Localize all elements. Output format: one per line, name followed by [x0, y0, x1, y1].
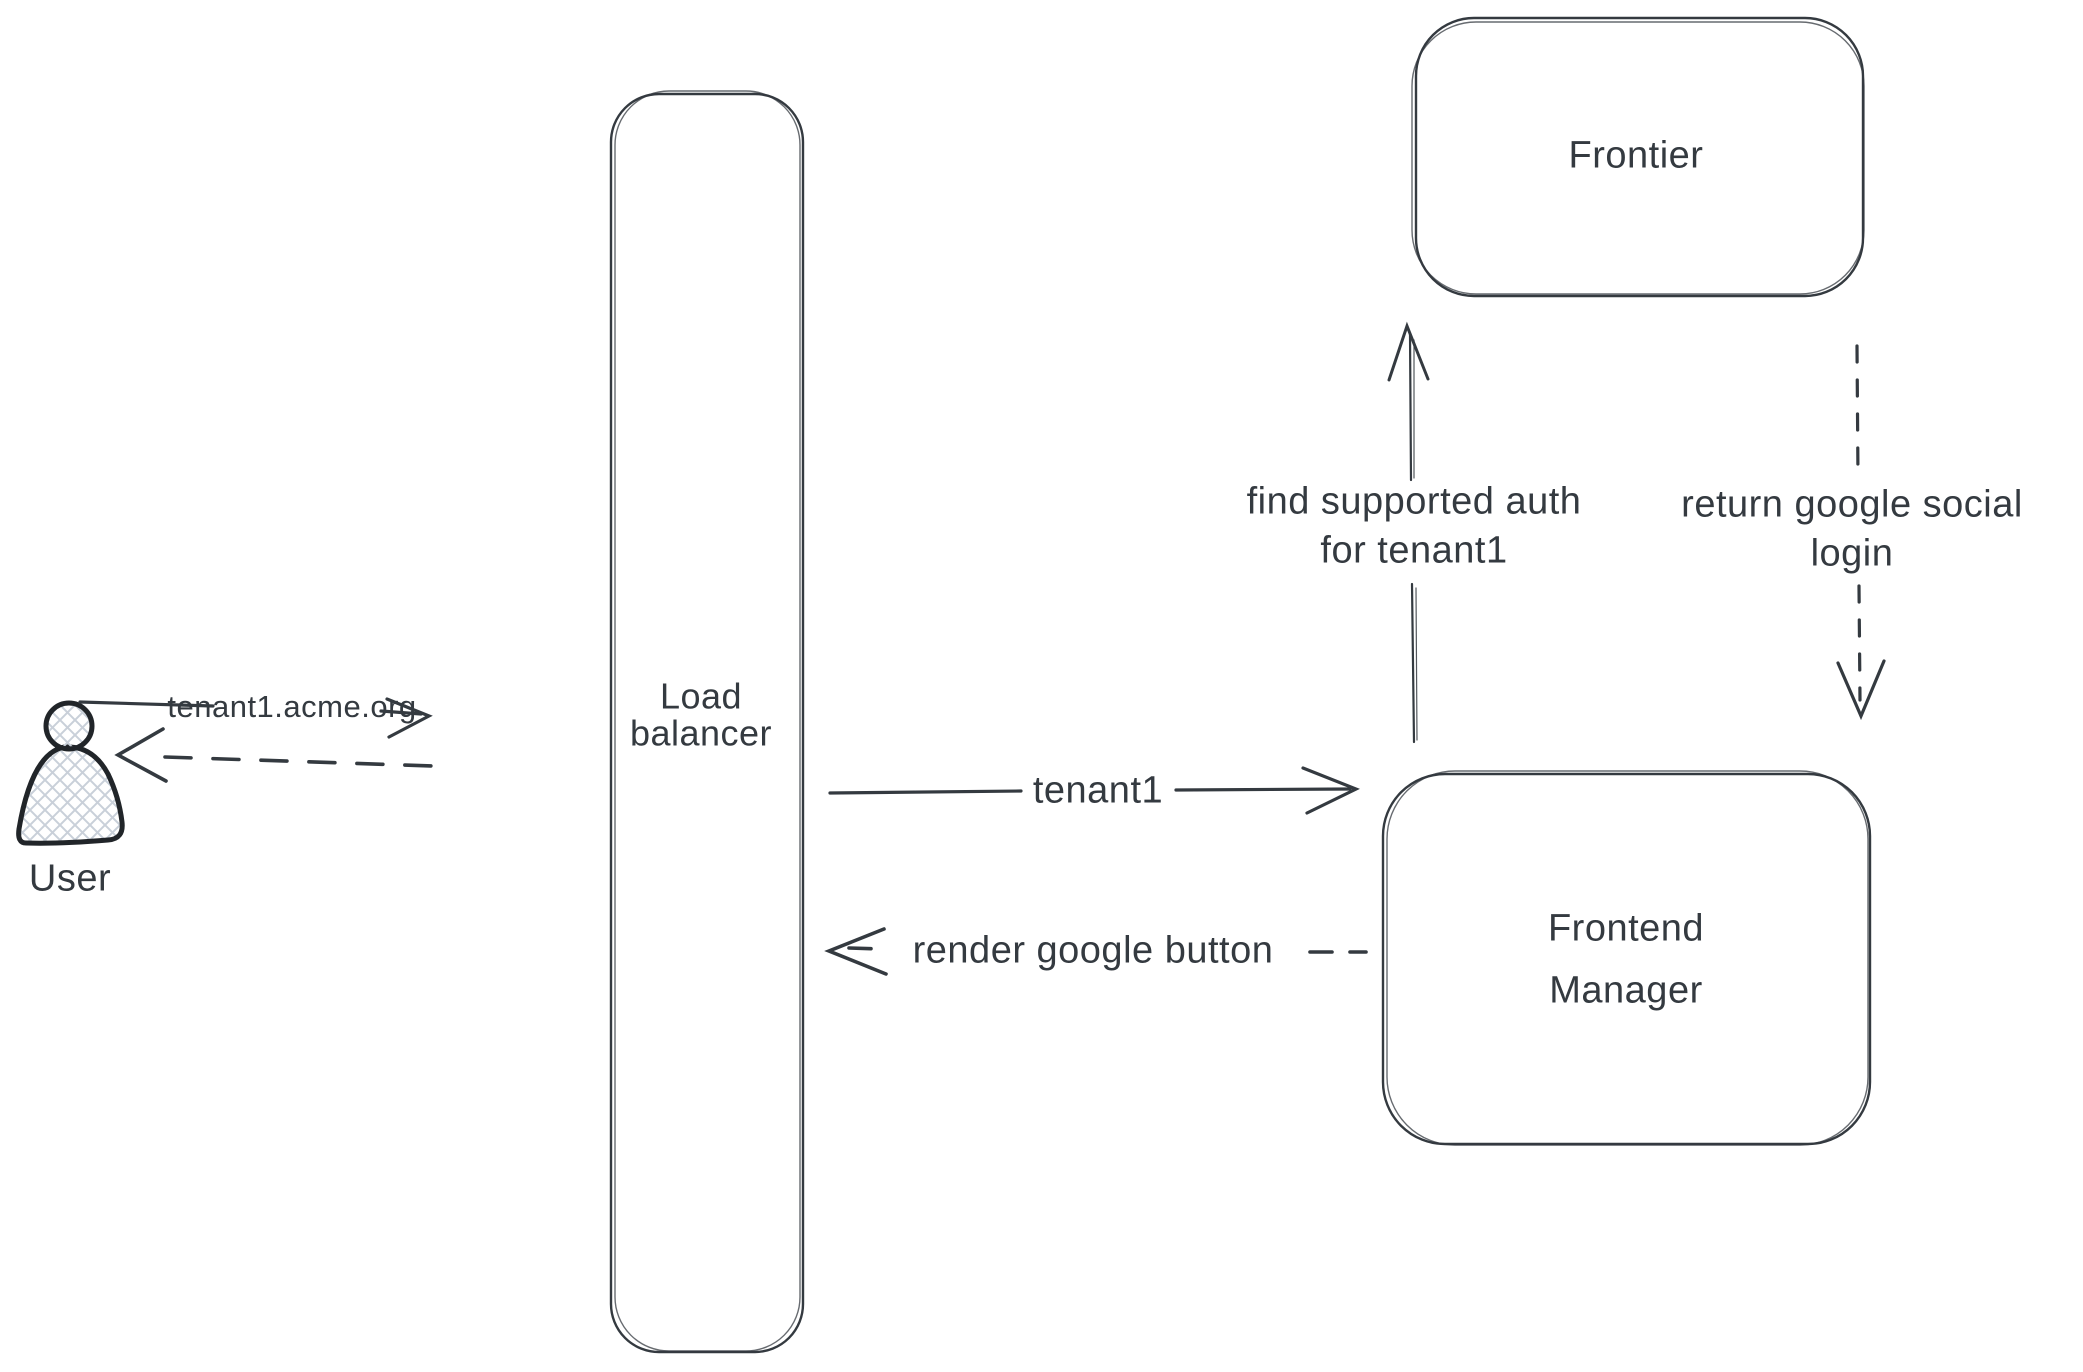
load-balancer-box [609, 90, 805, 1354]
edge-render-button-line [847, 946, 1368, 954]
frontend-manager-label: Frontend Manager [1548, 898, 1704, 1021]
edge-forward-tenant [828, 766, 1360, 815]
edge-label-request-domain: tenant1.acme.org [167, 688, 417, 724]
frontend-manager-box [1381, 770, 1872, 1146]
edge-request-domain [78, 697, 433, 739]
edge-label-forward-tenant: tenant1 [1032, 769, 1164, 812]
user-body [16, 744, 125, 846]
edge-forward-tenant-line [828, 787, 1352, 795]
edge-render-button-arrowhead [824, 927, 888, 976]
edge-label-find-auth-line2: for tenant1 [1320, 530, 1508, 572]
edge-forward-tenant-arrowhead [1301, 766, 1360, 815]
load-balancer-label-line1: Load [659, 675, 743, 717]
edge-find-auth-line-sketch [1413, 339, 1418, 741]
edge-return-login-arrowhead [1836, 659, 1886, 721]
edge-label-return-login-line1: return google social [1681, 483, 2023, 526]
frontier-label: Frontier [1568, 134, 1704, 177]
edge-label-return-login: return google social login [1681, 481, 2023, 580]
edge-return-login [1836, 344, 1886, 721]
edge-label-find-auth: find supported auth for tenant1 [1247, 478, 1582, 577]
edge-response-to-user-arrowhead [114, 727, 168, 783]
edge-find-auth [1387, 321, 1430, 744]
edge-render-button [824, 927, 1368, 976]
edge-label-find-auth-line1: find supported auth [1246, 480, 1582, 523]
edge-return-login-line [1855, 344, 1862, 702]
edge-find-auth-line [1408, 332, 1416, 744]
edge-request-domain-line [78, 700, 423, 716]
edge-response-to-user-line [163, 755, 434, 768]
edge-find-auth-arrowhead [1387, 321, 1430, 382]
frontend-manager-label-line2: Manager [1549, 969, 1703, 1011]
frontend-manager-label-line1: Frontend [1547, 907, 1705, 950]
frontier-box [1411, 16, 1865, 298]
edge-label-return-login-line2: login [1810, 533, 1894, 575]
load-balancer-label-line2: balancer [629, 712, 773, 753]
user-head [43, 700, 95, 752]
edge-request-domain-arrowhead [385, 697, 433, 739]
edge-response-to-user [114, 727, 434, 783]
user-label: User [28, 857, 112, 900]
user-figure [16, 700, 125, 846]
load-balancer-label: Load balancer [630, 678, 772, 751]
edge-label-render-button: render google button [912, 929, 1274, 972]
